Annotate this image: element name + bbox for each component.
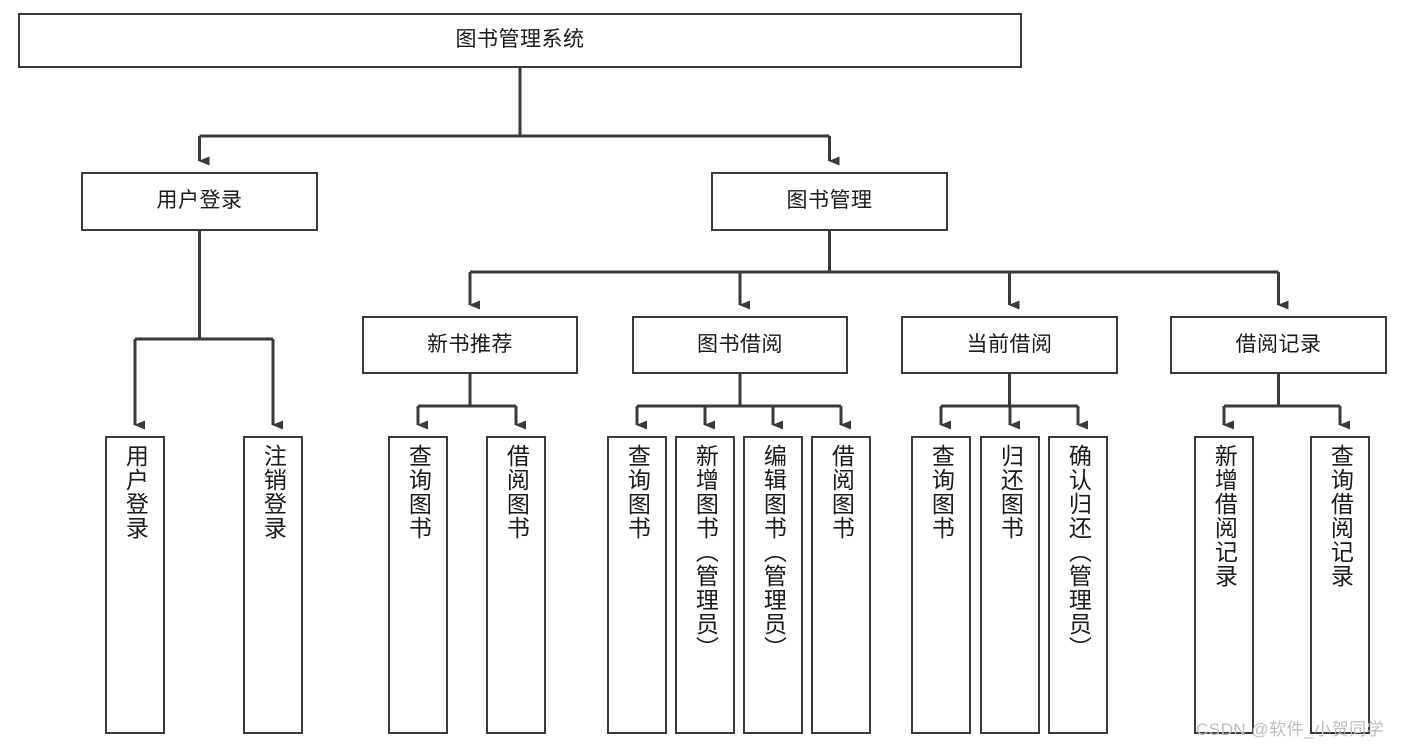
node-leaf-query-borrow-record[interactable]: 查询借阅记录	[1310, 436, 1370, 734]
node-label-new-book-recommend: 新书推荐	[427, 332, 513, 356]
node-leaf-add-borrow-record[interactable]: 新增借阅记录	[1194, 436, 1254, 734]
node-label-leaf-edit-book-admin: 编辑图书（管理员）	[760, 444, 787, 660]
node-label-root: 图书管理系统	[455, 28, 585, 52]
node-label-current-borrow: 当前借阅	[966, 332, 1053, 356]
node-label-leaf-query-borrow-record: 查询借阅记录	[1327, 444, 1354, 588]
node-borrow-record[interactable]: 借阅记录	[1170, 316, 1387, 374]
node-label-leaf-borrow-book-recommend: 借阅图书	[503, 444, 530, 540]
node-label-user-login: 用户登录	[156, 189, 243, 213]
node-leaf-borrow-book-recommend[interactable]: 借阅图书	[486, 436, 546, 734]
node-leaf-query-book-current[interactable]: 查询图书	[911, 436, 971, 734]
node-label-leaf-add-book-admin: 新增图书（管理员）	[692, 444, 719, 660]
node-leaf-query-book-recommend[interactable]: 查询图书	[388, 436, 448, 734]
node-label-leaf-return-book: 归还图书	[997, 444, 1024, 540]
node-root[interactable]: 图书管理系统	[18, 13, 1022, 68]
node-label-borrow-record: 借阅记录	[1235, 332, 1322, 356]
node-leaf-confirm-return-admin[interactable]: 确认归还（管理员）	[1048, 436, 1108, 734]
node-label-leaf-logout-login: 注销登录	[260, 444, 287, 540]
node-user-login[interactable]: 用户登录	[81, 172, 318, 231]
node-label-leaf-user-login: 用户登录	[122, 444, 149, 540]
node-label-book-management: 图书管理	[786, 189, 873, 213]
node-leaf-borrow-book[interactable]: 借阅图书	[811, 436, 871, 734]
node-current-borrow[interactable]: 当前借阅	[901, 316, 1118, 374]
node-leaf-query-book-borrow[interactable]: 查询图书	[607, 436, 667, 734]
node-leaf-add-book-admin[interactable]: 新增图书（管理员）	[675, 436, 735, 734]
node-book-borrow[interactable]: 图书借阅	[632, 316, 848, 374]
node-label-leaf-query-book-borrow: 查询图书	[624, 444, 651, 540]
node-leaf-user-login[interactable]: 用户登录	[105, 436, 165, 734]
node-leaf-logout-login[interactable]: 注销登录	[243, 436, 303, 734]
node-label-leaf-confirm-return-admin: 确认归还（管理员）	[1065, 444, 1092, 660]
node-label-leaf-borrow-book: 借阅图书	[828, 444, 855, 540]
node-leaf-return-book[interactable]: 归还图书	[980, 436, 1040, 734]
csdn-watermark: CSDN @软件_小贺同学	[1196, 720, 1385, 739]
node-new-book-recommend[interactable]: 新书推荐	[362, 316, 578, 374]
node-label-leaf-add-borrow-record: 新增借阅记录	[1211, 444, 1238, 588]
node-leaf-edit-book-admin[interactable]: 编辑图书（管理员）	[743, 436, 803, 734]
node-label-leaf-query-book-current: 查询图书	[928, 444, 955, 540]
node-label-book-borrow: 图书借阅	[697, 332, 783, 356]
node-book-management[interactable]: 图书管理	[711, 172, 948, 231]
node-label-leaf-query-book-recommend: 查询图书	[405, 444, 432, 540]
